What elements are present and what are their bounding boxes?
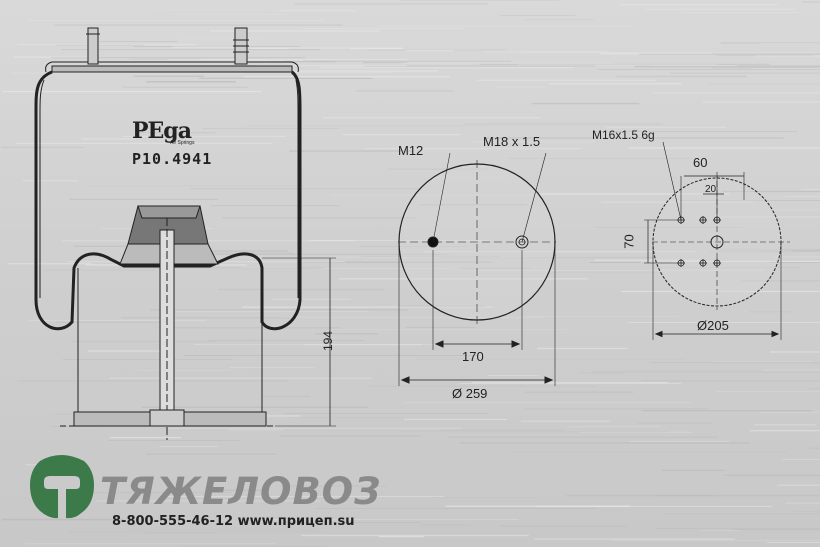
brand-logo: PEga [132,118,192,144]
offset-20-label: 20 [705,184,717,195]
center-hole [710,235,724,249]
thread-label: M16x1.5 6g [592,128,655,142]
company-name: ТЯЖЕЛОВОЗ [100,470,382,513]
contact-info: 8-800-555-46-12 www.прицеп.su [112,514,355,529]
diameter-205-label: Ø205 [697,318,729,333]
right-stud [233,27,249,65]
brand-tagline: Air Springs [170,140,195,146]
bolt-holes [677,216,721,267]
left-stud [86,27,100,65]
diameter-259-label: Ø 259 [452,386,488,401]
m18-label: M18 x 1.5 [483,134,541,149]
logo-mark [30,455,94,519]
width-60-label: 60 [693,155,708,170]
part-number: P10.4941 [132,150,213,168]
spacing-170-label: 170 [462,349,484,364]
m18-hole [515,235,529,249]
m12-label: M12 [398,143,424,158]
